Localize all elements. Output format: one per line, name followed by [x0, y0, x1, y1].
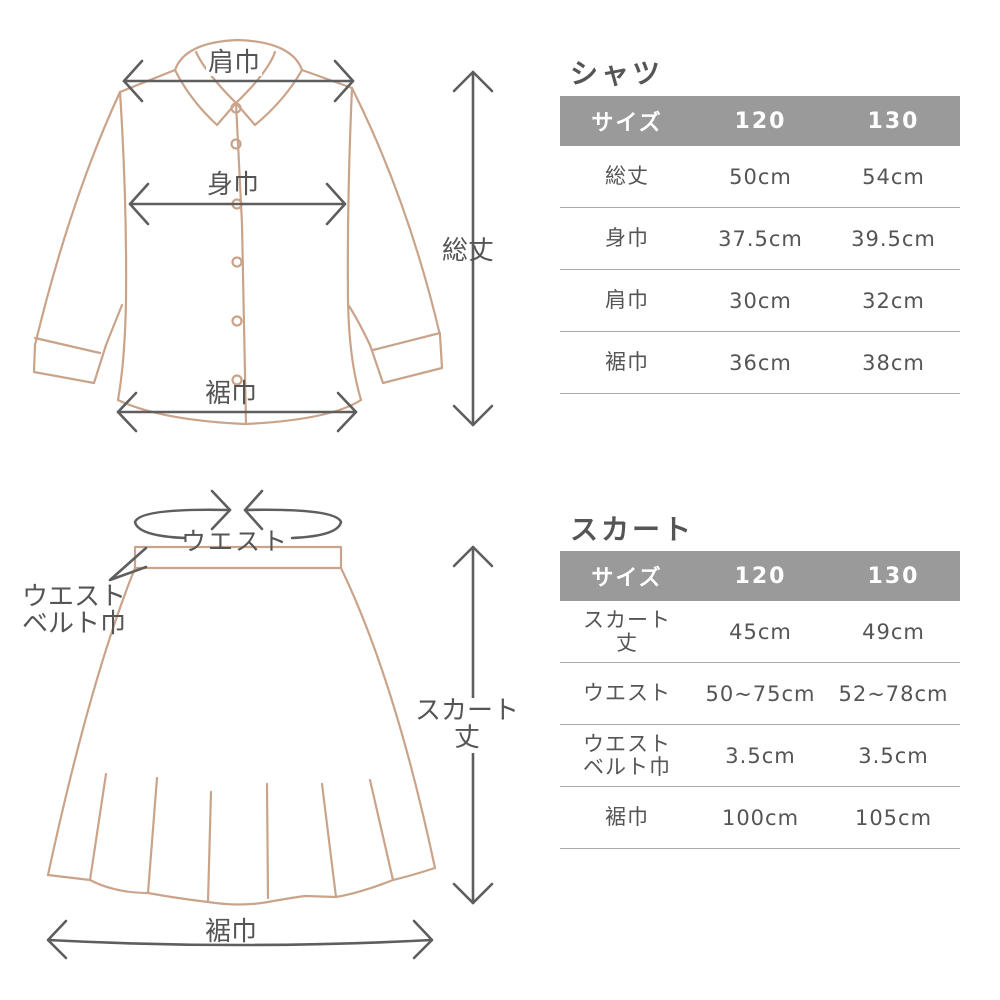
shirt-hem-label: 裾巾: [205, 379, 258, 409]
table-header-row: サイズ 120 130: [560, 551, 960, 601]
row-label-line1: ウエスト: [583, 681, 671, 706]
table-row: 総丈 50cm 54cm: [560, 146, 960, 208]
skirt-belt-width-label-line1: ウエスト: [22, 582, 127, 612]
skirt-belt-width-label: ウエスト ベルト巾: [22, 582, 127, 640]
cell-130: 54cm: [827, 146, 960, 208]
table-row: 裾巾 36cm 38cm: [560, 331, 960, 394]
cell-130: 32cm: [827, 269, 960, 332]
table-row: ウエスト ベルト巾 3.5cm 3.5cm: [560, 724, 960, 787]
header-120: 120: [694, 96, 827, 146]
skirt-waist-label: ウエスト: [181, 527, 290, 556]
shirt-section-title: シャツ: [570, 57, 664, 90]
skirt-measure-arrows: [46, 489, 494, 960]
cell-130: 38cm: [827, 331, 960, 394]
row-label: 裾巾: [560, 786, 694, 849]
skirt-hem-label: 裾巾: [205, 917, 258, 947]
header-130: 130: [827, 96, 960, 146]
skirt-drawing: [46, 545, 437, 906]
skirt-belt-width-label-line2: ベルト巾: [22, 609, 127, 640]
table-row: 身巾 37.5cm 39.5cm: [560, 207, 960, 270]
cell-120: 50cm: [694, 146, 827, 208]
shirt-shoulder-label: 肩巾: [206, 48, 263, 78]
shirt-measure-arrows: [116, 59, 494, 433]
table-row: 肩巾 30cm 32cm: [560, 269, 960, 332]
header-size: サイズ: [560, 551, 694, 601]
cell-120: 50~75cm: [694, 662, 827, 725]
table-row: スカート 丈 45cm 49cm: [560, 601, 960, 663]
skirt-length-label-line1: スカート: [415, 696, 520, 726]
row-label: 肩巾: [560, 269, 694, 332]
row-label-line2: ベルト巾: [583, 754, 671, 779]
cell-130: 49cm: [827, 601, 960, 663]
table-header-row: サイズ 120 130: [560, 96, 960, 146]
cell-130: 3.5cm: [827, 724, 960, 787]
row-label: 裾巾: [560, 331, 694, 394]
row-label: 身巾: [560, 207, 694, 270]
cell-130: 52~78cm: [827, 662, 960, 725]
row-label: ウエスト: [560, 662, 694, 725]
header-130: 130: [827, 551, 960, 601]
table-row: ウエスト 50~75cm 52~78cm: [560, 662, 960, 725]
skirt-length-label: スカート 丈: [413, 696, 522, 754]
row-label: 総丈: [560, 146, 694, 208]
header-size: サイズ: [560, 96, 694, 146]
cell-120: 3.5cm: [694, 724, 827, 787]
shirt-drawing: [32, 38, 444, 426]
skirt-length-label-line2: 丈: [454, 723, 481, 754]
shirt-chest-label: 身巾: [207, 170, 260, 200]
row-label: スカート 丈: [560, 601, 694, 663]
cell-120: 36cm: [694, 331, 827, 394]
cell-120: 37.5cm: [694, 207, 827, 270]
skirt-section-title: スカート: [570, 513, 695, 546]
skirt-size-table: サイズ 120 130 スカート 丈 45cm 49cm ウエスト 50~75c…: [560, 551, 960, 849]
row-label-line1: ウエスト: [583, 732, 671, 757]
row-label-line1: スカート: [583, 608, 671, 633]
table-row: 裾巾 100cm 105cm: [560, 786, 960, 849]
row-label: ウエスト ベルト巾: [560, 724, 694, 787]
cell-130: 39.5cm: [827, 207, 960, 270]
cell-120: 45cm: [694, 601, 827, 663]
shirt-length-label: 総丈: [442, 236, 495, 266]
cell-130: 105cm: [827, 786, 960, 849]
shirt-size-table: サイズ 120 130 総丈 50cm 54cm 身巾 37.5cm 39.5c…: [560, 96, 960, 394]
row-label-line2: 丈: [616, 630, 638, 655]
row-label-line1: 裾巾: [605, 805, 649, 830]
header-120: 120: [694, 551, 827, 601]
cell-120: 100cm: [694, 786, 827, 849]
cell-120: 30cm: [694, 269, 827, 332]
